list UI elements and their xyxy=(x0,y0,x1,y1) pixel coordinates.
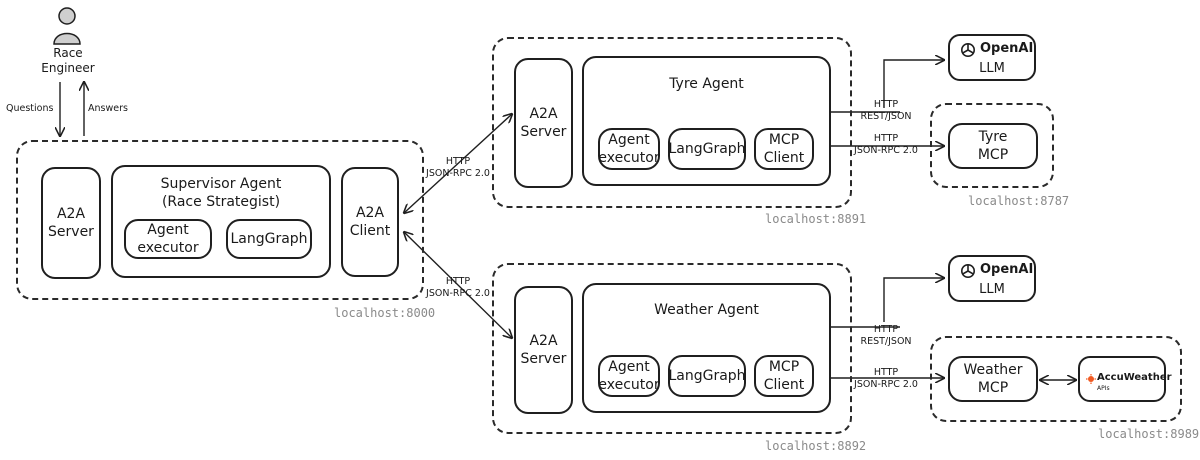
supervisor-a2a-server: A2A Server xyxy=(41,167,101,279)
weather-mcp-server: Weather MCP xyxy=(948,356,1038,402)
tyre-a2a-server: A2A Server xyxy=(514,58,573,188)
openai-brand: OpenAI xyxy=(980,262,1034,277)
a2a-tyre-protocol: HTTP JSON-RPC 2.0 xyxy=(426,156,490,179)
supervisor-agent-title: Supervisor Agent (Race Strategist) xyxy=(160,176,282,210)
openai-brand: OpenAI xyxy=(980,41,1034,56)
accuweather-brand: AccuWeather xyxy=(1097,372,1172,383)
weather-mcp-container xyxy=(930,336,1182,422)
tyre-mcp-client: MCP Client xyxy=(754,128,814,170)
tyre-mcp-server: Tyre MCP xyxy=(948,123,1038,169)
openai-llm-weather: OpenAI LLM xyxy=(948,255,1036,302)
accuweather-logo-icon xyxy=(1086,374,1096,384)
questions-label: Questions xyxy=(6,103,54,114)
tyre-container xyxy=(492,37,852,208)
tyre-agent-title: Tyre Agent xyxy=(669,76,744,92)
weather-a2a-server: A2A Server xyxy=(514,286,573,414)
accuweather-sub: APIs xyxy=(1097,385,1110,392)
openai-llm-label: LLM xyxy=(979,61,1005,76)
openai-logo-icon xyxy=(961,43,975,57)
answers-label: Answers xyxy=(88,103,128,114)
weather-mcp-protocol: HTTP JSON-RPC 2.0 xyxy=(854,367,918,390)
weather-mcp-client: MCP Client xyxy=(754,355,814,397)
tyre-host: localhost:8891 xyxy=(765,212,867,226)
weather-container xyxy=(492,263,852,434)
openai-logo-icon xyxy=(961,264,975,278)
accuweather-box: AccuWeather APIs xyxy=(1078,356,1172,402)
supervisor-langgraph: LangGraph xyxy=(226,219,312,259)
tyre-mcp-container xyxy=(930,103,1054,188)
openai-llm-tyre: OpenAI LLM xyxy=(948,34,1036,81)
tyre-llm-link xyxy=(883,60,944,108)
supervisor-host: localhost:8000 xyxy=(334,306,436,320)
weather-agent-title: Weather Agent xyxy=(654,302,759,318)
openai-llm-label: LLM xyxy=(979,282,1005,297)
tyre-agent-executor: Agent executor xyxy=(598,128,660,170)
weather-host: localhost:8892 xyxy=(765,439,867,453)
tyre-rest-protocol: HTTP REST/JSON xyxy=(860,99,912,122)
supervisor-container xyxy=(16,140,424,300)
a2a-weather-protocol: HTTP JSON-RPC 2.0 xyxy=(426,276,490,299)
weather-agent-executor: Agent executor xyxy=(598,355,660,397)
user-icon xyxy=(53,7,81,45)
weather-llm-link xyxy=(883,278,944,322)
weather-langgraph: LangGraph xyxy=(668,355,746,397)
tyre-langgraph: LangGraph xyxy=(668,128,746,170)
tyre-mcp-protocol: HTTP JSON-RPC 2.0 xyxy=(854,133,918,156)
supervisor-a2a-client: A2A Client xyxy=(341,167,399,277)
tyre-mcp-host: localhost:8787 xyxy=(968,194,1070,208)
weather-mcp-host: localhost:8989 xyxy=(1098,427,1200,441)
weather-rest-protocol: HTTP REST/JSON xyxy=(860,324,912,347)
supervisor-agent-executor: Agent executor xyxy=(124,219,212,259)
race-engineer-label: Race Engineer xyxy=(41,46,95,75)
